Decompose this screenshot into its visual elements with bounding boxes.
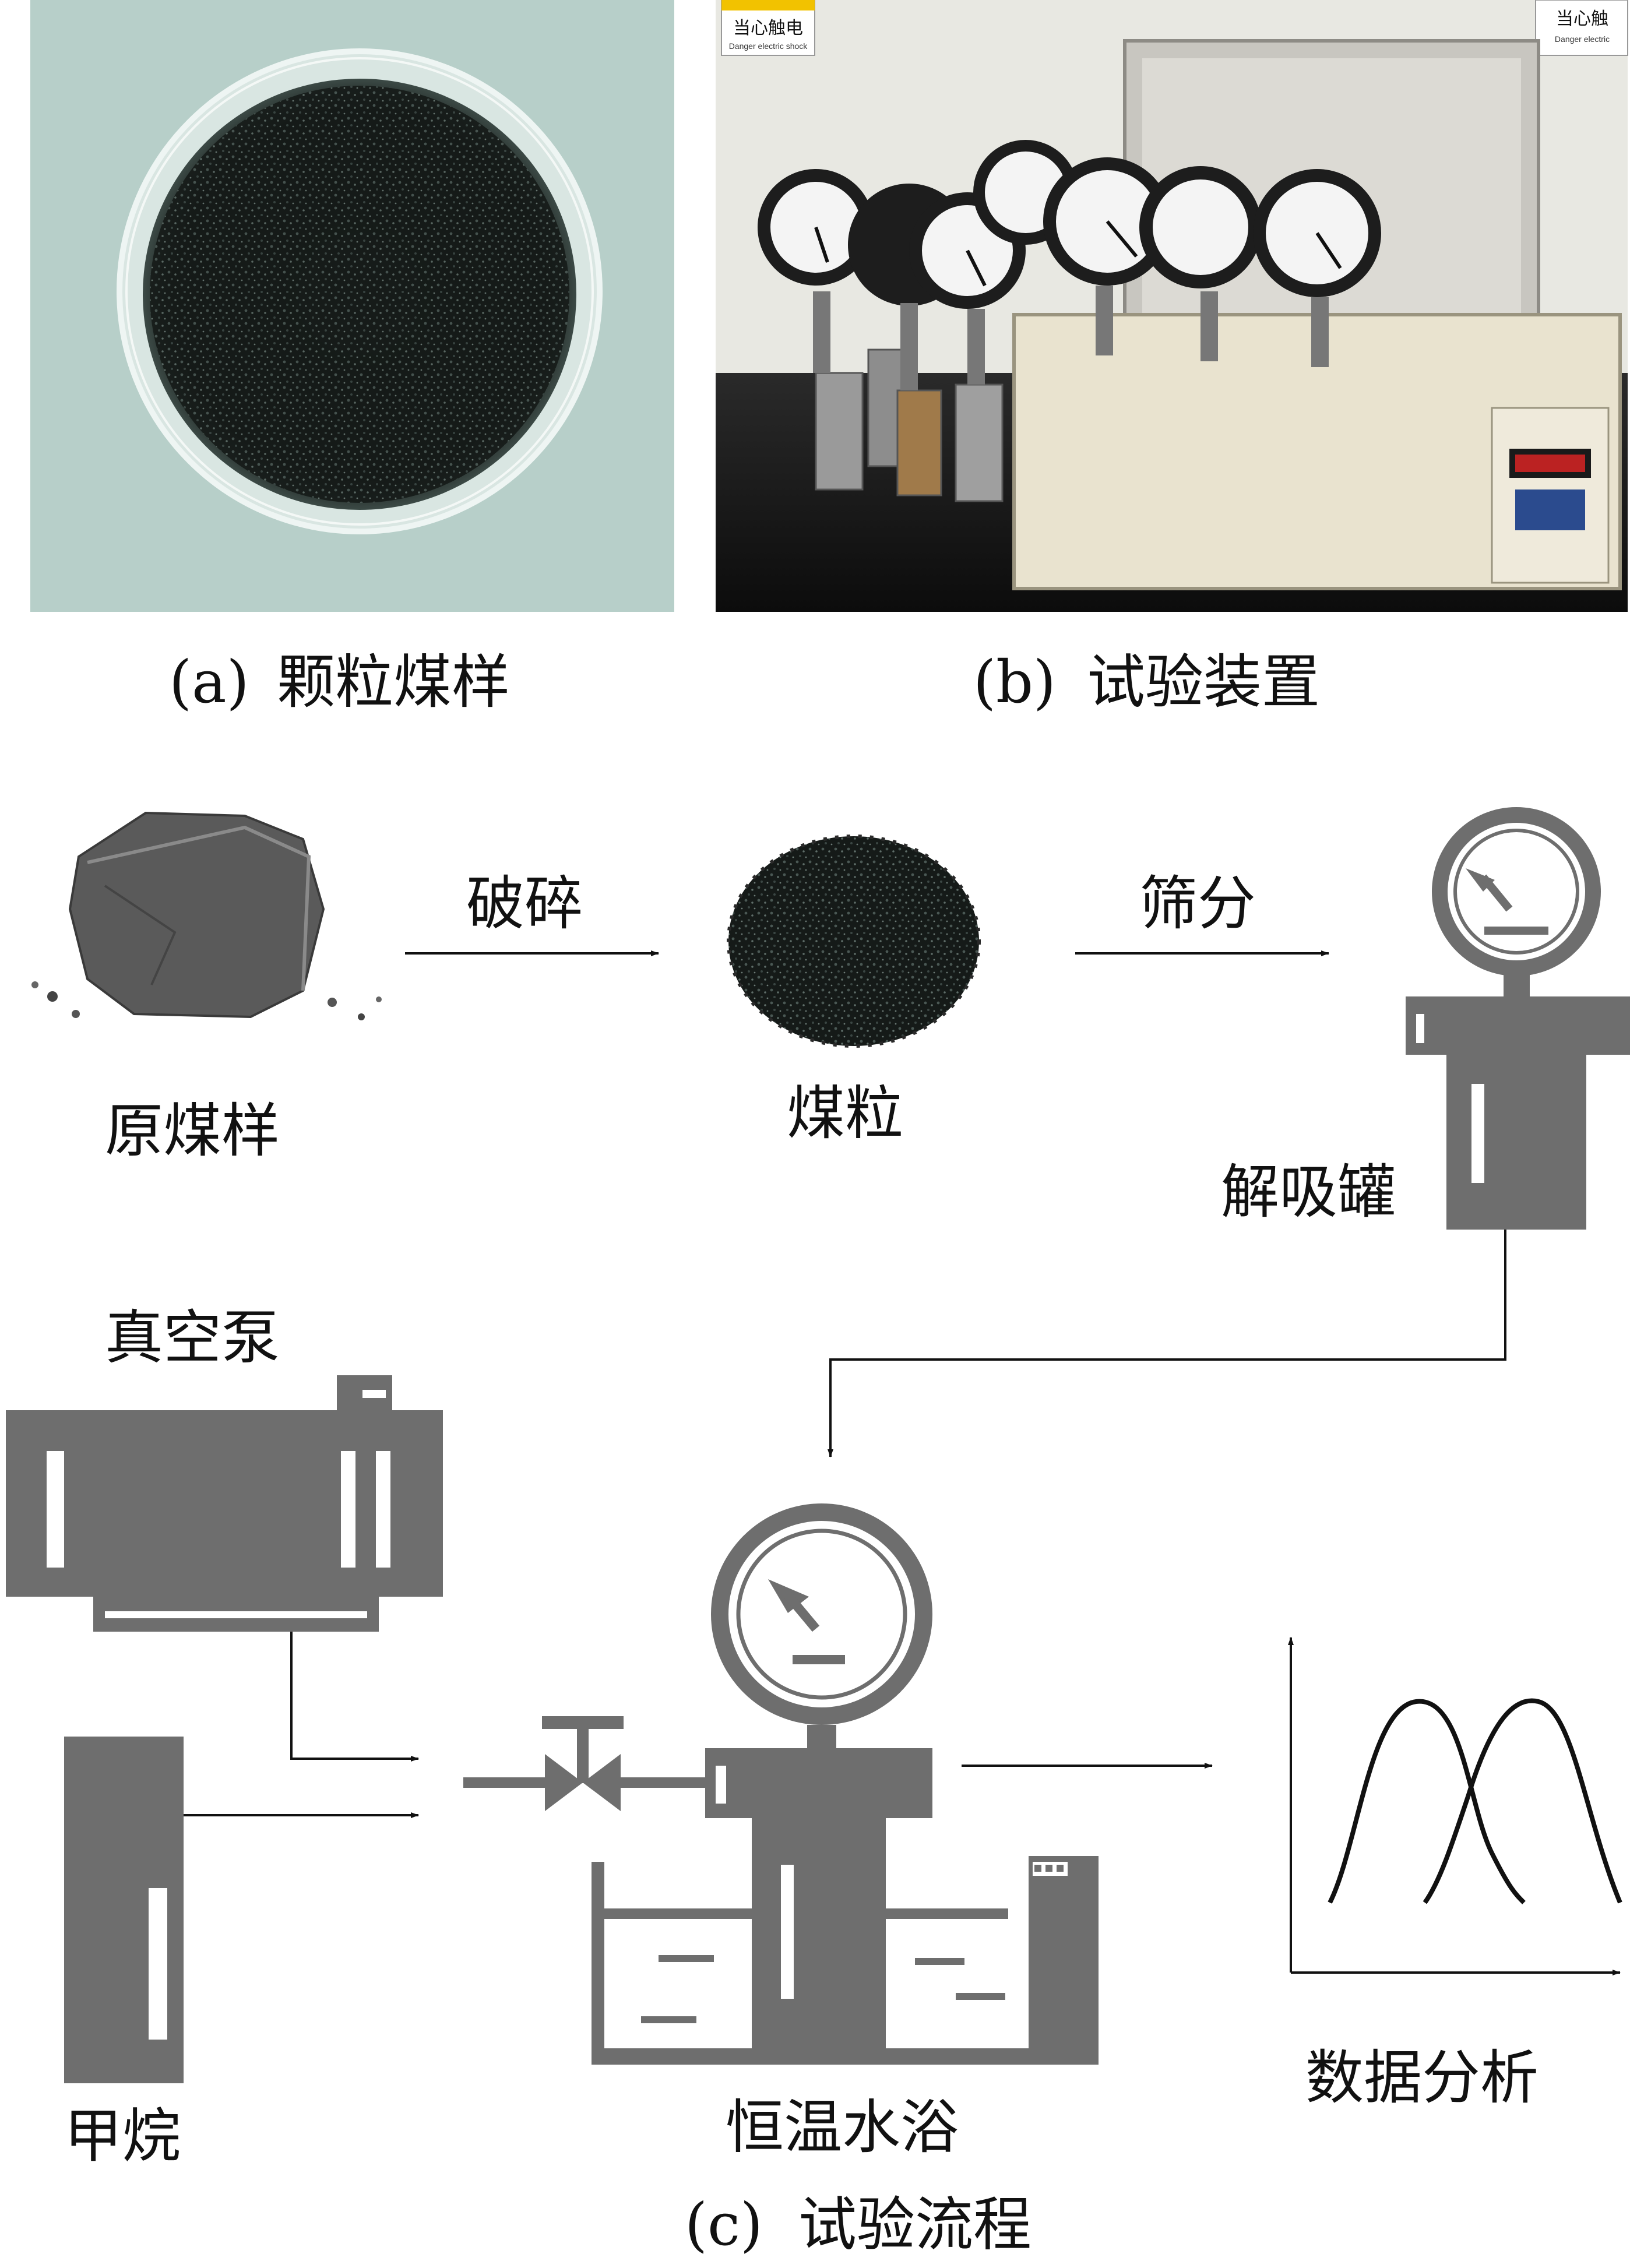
methane-label: 甲烷	[64, 2102, 181, 2170]
desorption-tank-icon	[1406, 807, 1630, 1230]
danger-sign-right-english: Danger electric	[1555, 34, 1610, 44]
methane-cylinder-icon	[64, 1737, 184, 2083]
data-analysis-icon	[1291, 1637, 1620, 1973]
vacuum-pump-label: 真空泵	[105, 1304, 280, 1372]
caption-a-text: 颗粒煤样	[277, 648, 510, 716]
vacuum-pump-icon	[6, 1375, 443, 1632]
arrow-tank-to-bath	[830, 1230, 1505, 1457]
arrow-pump-to-system	[291, 1632, 418, 1759]
petri-dish	[119, 51, 600, 531]
caption-c-text: 试验流程	[798, 2190, 1031, 2259]
water-bath-icon	[463, 1503, 1099, 2065]
caption-a-letter: (a)	[169, 648, 249, 716]
caption-a: (a) 颗粒煤样	[169, 648, 510, 716]
photo-granular-coal	[30, 0, 674, 612]
danger-sign-left: 当心触电 Danger electric shock	[721, 0, 815, 55]
danger-sign-left-text: 当心触电	[733, 18, 803, 38]
danger-sign-right-text: 当心触	[1556, 9, 1608, 29]
coal-particles-label: 煤粒	[787, 1079, 903, 1147]
danger-sign-left-english: Danger electric shock	[729, 41, 808, 51]
caption-c: (c) 试验流程	[685, 2190, 1031, 2259]
caption-b-text: 试验装置	[1087, 648, 1320, 716]
data-analysis-label: 数据分析	[1305, 2044, 1539, 2112]
danger-sign-right: 当心触 Danger electric	[1536, 0, 1628, 55]
desorption-tank-label: 解吸罐	[1221, 1158, 1396, 1226]
caption-b: (b) 试验装置	[973, 648, 1320, 716]
raw-coal-label: 原煤样	[105, 1097, 280, 1165]
water-bath-label: 恒温水浴	[726, 2093, 959, 2161]
photo-experimental-apparatus: 当心触电 Danger electric shock 当心触 Danger el…	[716, 0, 1628, 612]
sieve-label: 筛分	[1139, 869, 1256, 938]
coal-particles-image	[728, 836, 979, 1046]
caption-b-letter: (b)	[973, 648, 1056, 716]
raw-coal-image	[31, 813, 382, 1020]
crush-label: 破碎	[466, 869, 583, 938]
caption-c-letter: (c)	[685, 2190, 763, 2259]
